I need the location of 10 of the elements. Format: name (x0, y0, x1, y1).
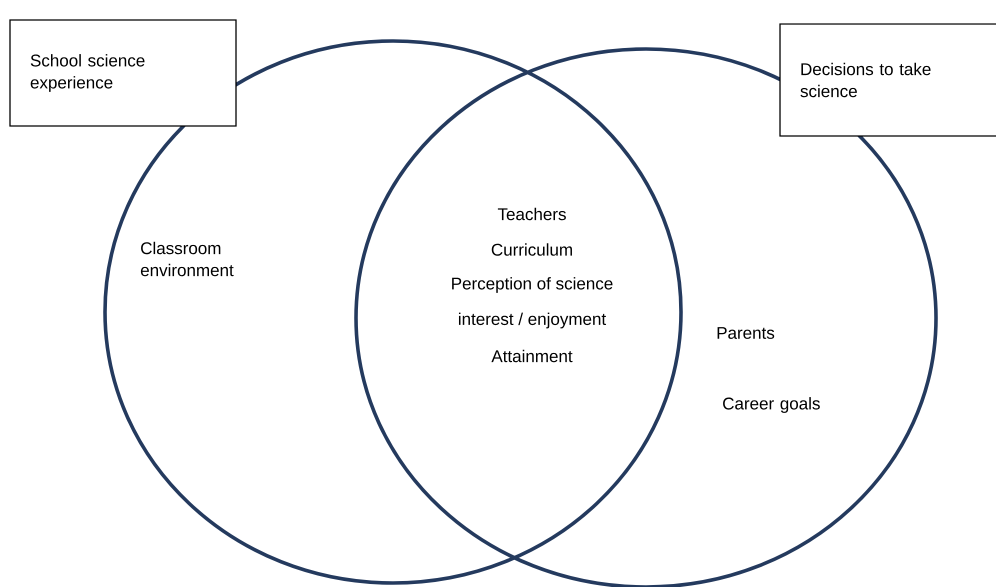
overlap-label: Perception of science (452, 277, 612, 293)
title-box: Decisions to take science (779, 23, 996, 137)
overlap-label: Teachers (498, 208, 566, 220)
circle-label: Parents (718, 327, 774, 339)
circle-label: Classroom environment (140, 242, 234, 276)
overlap-label: Curriculum (492, 243, 572, 256)
title-box: School science experience (9, 19, 237, 127)
overlap-label: interest / enjoyment (458, 312, 606, 328)
overlap-label: Attainment (491, 350, 572, 362)
circle-label: Career goals (723, 397, 820, 413)
